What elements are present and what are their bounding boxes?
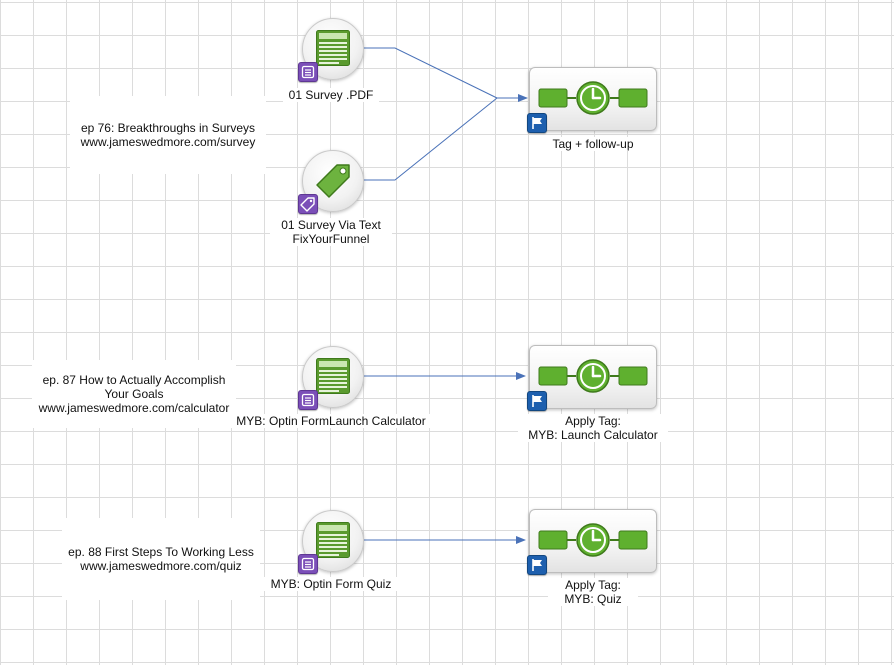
form-badge-icon bbox=[298, 62, 318, 82]
label-line: Apply Tag: bbox=[565, 414, 621, 428]
label-line: FixYourFunnel bbox=[292, 232, 370, 246]
form-badge-icon bbox=[298, 554, 318, 574]
source-label-survey-text: 01 Survey Via Text FixYourFunnel bbox=[270, 218, 392, 246]
clock-icon bbox=[538, 359, 648, 393]
note-line: www.jameswedmore.com/calculator bbox=[38, 401, 230, 415]
form-badge-icon bbox=[298, 390, 318, 410]
clock-icon bbox=[538, 523, 648, 557]
connector-survey-pdf[interactable] bbox=[362, 47, 498, 99]
sequence-label-tag-followup: Tag + follow-up bbox=[538, 137, 648, 151]
flag-icon bbox=[527, 391, 547, 411]
note-line: www.jameswedmore.com/quiz bbox=[80, 559, 242, 573]
source-node-quiz[interactable] bbox=[298, 510, 364, 574]
label-line: MYB: Optin FormLaunch Calculator bbox=[236, 414, 426, 428]
flag-icon bbox=[527, 555, 547, 575]
clock-icon bbox=[538, 81, 648, 115]
label-line: 01 Survey Via Text bbox=[281, 218, 381, 232]
form-icon bbox=[316, 30, 350, 66]
sequence-label-quiz: Apply Tag: MYB: Quiz bbox=[548, 578, 638, 606]
source-label-survey-pdf: 01 Survey .PDF bbox=[283, 88, 379, 102]
tag-link-icon bbox=[298, 194, 318, 214]
connector-survey-text[interactable] bbox=[362, 97, 498, 181]
note-line: ep 76: Breakthroughs in Surveys bbox=[80, 121, 256, 135]
note-calculator[interactable]: ep. 87 How to Actually Accomplish Your G… bbox=[32, 360, 236, 428]
note-line: Your Goals bbox=[104, 387, 164, 401]
label-line: MYB: Quiz bbox=[564, 592, 622, 606]
label-line: MYB: Optin Form Quiz bbox=[270, 577, 392, 591]
sequence-node-quiz[interactable] bbox=[527, 509, 657, 575]
form-icon bbox=[316, 358, 350, 394]
source-node-launch-calculator[interactable] bbox=[298, 346, 364, 410]
note-line: ep. 87 How to Actually Accomplish bbox=[42, 373, 226, 387]
note-survey[interactable]: ep 76: Breakthroughs in Surveys www.jame… bbox=[70, 96, 266, 174]
tag-icon bbox=[316, 164, 350, 198]
note-line: www.jameswedmore.com/survey bbox=[80, 135, 256, 149]
note-quiz[interactable]: ep. 88 First Steps To Working Less www.j… bbox=[62, 518, 260, 600]
label-line: Apply Tag: bbox=[565, 578, 621, 592]
sequence-node-tag-followup[interactable] bbox=[527, 67, 657, 133]
sequence-node-launch-calculator[interactable] bbox=[527, 345, 657, 411]
source-node-survey-pdf[interactable] bbox=[298, 18, 364, 82]
source-label-quiz: MYB: Optin Form Quiz bbox=[262, 577, 400, 591]
flag-icon bbox=[527, 113, 547, 133]
sequence-label-launch-calculator: Apply Tag: MYB: Launch Calculator bbox=[518, 414, 668, 442]
form-icon bbox=[316, 522, 350, 558]
label-line: Tag + follow-up bbox=[552, 137, 634, 151]
source-node-survey-text[interactable] bbox=[298, 150, 364, 214]
label-line: MYB: Launch Calculator bbox=[528, 428, 658, 442]
note-line: ep. 88 First Steps To Working Less bbox=[68, 545, 254, 559]
label-line: 01 Survey .PDF bbox=[288, 88, 374, 102]
source-label-launch-calculator: MYB: Optin FormLaunch Calculator bbox=[232, 414, 430, 428]
